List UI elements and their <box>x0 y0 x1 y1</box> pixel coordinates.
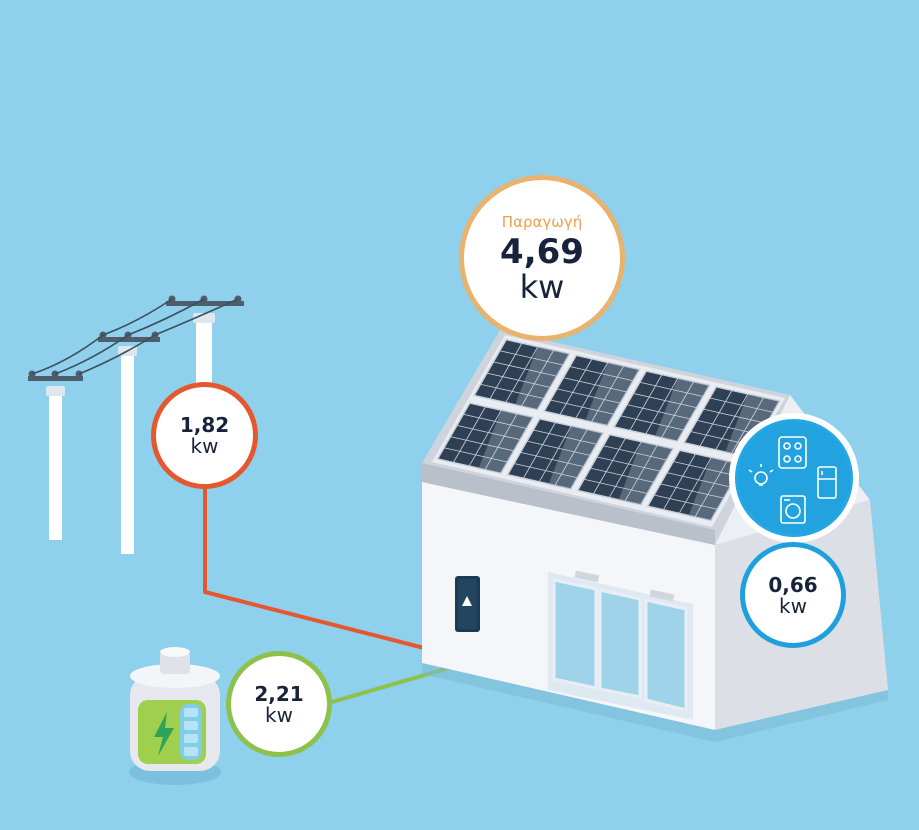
panel-cell-line <box>484 413 518 470</box>
production-unit: kw <box>519 267 565 306</box>
panel-cell-line <box>563 377 627 393</box>
panel-cell-line <box>626 404 691 420</box>
solar-panels <box>436 338 781 522</box>
pole-right <box>166 295 244 390</box>
roof-eave <box>422 463 715 545</box>
panel-cell-line <box>443 447 508 463</box>
panel-cell-line <box>575 362 609 419</box>
inverter <box>455 576 480 632</box>
panel-cell-line <box>709 397 774 413</box>
panel-cell-line <box>583 478 648 494</box>
battery-unit: kw <box>265 702 293 727</box>
panel-cell-line <box>556 388 621 404</box>
panel-cell-line <box>505 346 539 403</box>
washing-machine-icon <box>780 495 806 524</box>
panel-cell-line <box>480 383 544 399</box>
panel-cell-line <box>703 408 767 424</box>
grid-line <box>203 488 456 652</box>
panel-cell-line <box>493 361 557 377</box>
panel-cell-line <box>499 350 564 366</box>
panel-cell-line <box>608 441 642 498</box>
panel-cell-line <box>513 463 578 479</box>
production-label: Παραγωγή <box>501 213 583 232</box>
panel-cell-line <box>456 425 521 441</box>
panel-cell-line <box>639 381 704 397</box>
grid-bubble: 1,82 kw <box>151 382 258 489</box>
power-wires <box>31 298 239 375</box>
glass-door <box>552 578 688 712</box>
panel-cell-line <box>468 409 502 467</box>
panel-cell-line <box>486 372 551 388</box>
panel-cell-line <box>629 374 663 431</box>
panel-cell-line <box>694 460 728 518</box>
panel-cell-line <box>678 457 712 514</box>
panel-cell-line <box>591 365 624 423</box>
panel-cell-line <box>533 429 597 445</box>
battery-bubble: 2,21 kw <box>226 651 332 757</box>
consumption-value: 0,66 <box>768 572 818 597</box>
pole-left <box>28 370 83 540</box>
panel-cell-line <box>453 406 486 463</box>
fridge-icon <box>817 466 837 499</box>
production-value: 4,69 <box>500 232 584 273</box>
panel-cell-line <box>489 342 523 400</box>
inverter-arrow-icon <box>462 596 472 606</box>
panel-cell-line <box>550 399 614 415</box>
panel-cell-line <box>521 350 554 407</box>
panel-cell-line <box>660 483 724 499</box>
panel-cell-line <box>596 456 661 472</box>
panel-cell-line <box>633 393 697 409</box>
panel-cell-line <box>463 413 527 429</box>
panel-cell-line <box>673 461 737 477</box>
panel-cell-line <box>526 440 591 456</box>
appliances-circle <box>729 413 859 543</box>
production-bubble: Παραγωγή 4,69 kw <box>459 175 625 341</box>
battery <box>129 647 221 785</box>
panel-cell-line <box>520 451 584 467</box>
panel-cell-line <box>663 453 696 510</box>
panel-cell-line <box>666 472 731 488</box>
battery-value: 2,21 <box>254 681 304 706</box>
panel-cell-line <box>653 494 718 510</box>
ground-shadow <box>422 663 888 742</box>
panel-cell-line <box>523 422 556 479</box>
grid-unit: kw <box>190 434 219 458</box>
panel-cell-line <box>699 390 733 447</box>
panel-cell-line <box>645 377 679 435</box>
panel-cell-line <box>559 358 593 415</box>
lightning-bolt-icon <box>154 712 174 756</box>
panel-cell-line <box>554 429 588 486</box>
cooktop-icon <box>778 436 807 469</box>
panel-cell-line <box>661 381 694 438</box>
panel-cell-line <box>450 436 514 452</box>
power-poles <box>28 295 244 554</box>
panel-cell-line <box>731 397 764 454</box>
panel-cell-line <box>590 467 654 483</box>
panel-cell-line <box>603 445 667 461</box>
panel-cell-line <box>538 425 572 483</box>
bulb-icon <box>748 464 774 486</box>
consumption-unit: kw <box>779 593 807 618</box>
panel-cell-line <box>620 415 684 431</box>
grid-value: 1,82 <box>179 413 230 437</box>
consumption-bubble: 0,66 kw <box>740 542 846 648</box>
panel-cell-line <box>569 366 634 382</box>
panel-cell-line <box>715 393 749 451</box>
panel-cell-line <box>593 437 626 495</box>
panel-cell-line <box>624 445 658 502</box>
